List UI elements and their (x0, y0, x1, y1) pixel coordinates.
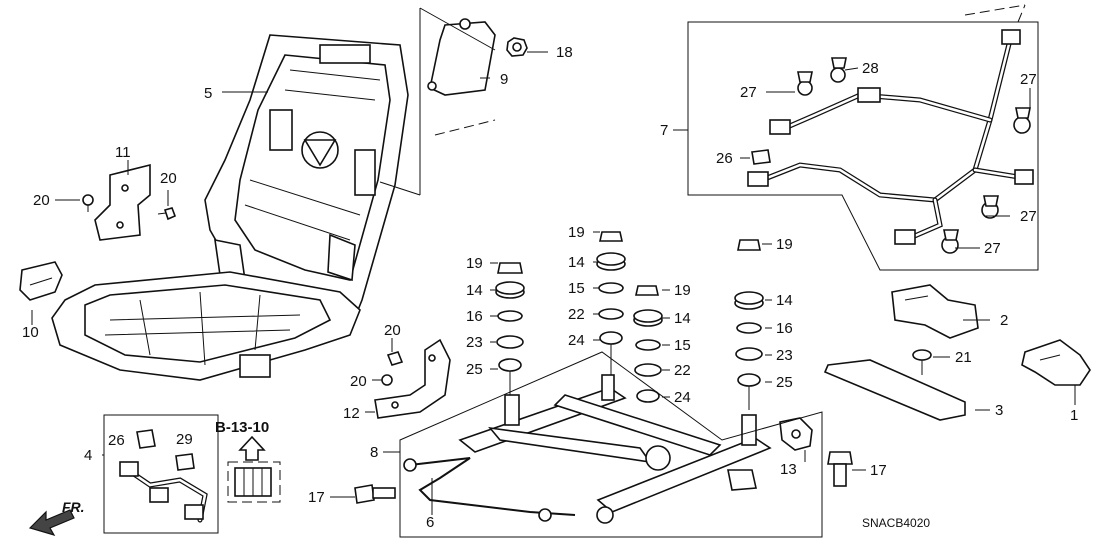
callout-17-b: 17 (308, 489, 325, 506)
callout-27-a: 27 (740, 84, 757, 101)
clip-27-c (981, 195, 999, 219)
seat-cushion-frame (51, 271, 361, 381)
callout-20-d: 20 (350, 373, 367, 390)
bolt-17-left (354, 484, 396, 504)
bracket-12 (374, 338, 451, 419)
callout-12: 12 (343, 405, 360, 422)
callout-22-a: 22 (568, 306, 585, 323)
trim-3 (823, 359, 966, 421)
callout-labels: 5 9 18 11 20 20 10 20 20 12 19 14 16 23 … (22, 44, 1078, 531)
screw-20-bracket-top (386, 351, 404, 366)
callout-16-b: 16 (776, 320, 793, 337)
callout-19-c: 19 (674, 282, 691, 299)
callout-20-c: 20 (384, 322, 401, 339)
callout-20-a: 20 (33, 192, 50, 209)
clip-21 (912, 349, 932, 375)
rail-box-8 (399, 351, 823, 538)
callout-13: 13 (780, 461, 797, 478)
side-cover-9 (427, 18, 496, 96)
clip-28 (830, 57, 847, 83)
hardware-column-d (734, 239, 764, 387)
callout-15-a: 15 (568, 280, 585, 297)
cover-2 (891, 284, 979, 339)
callout-14-d: 14 (776, 292, 793, 309)
callout-29: 29 (176, 431, 193, 448)
bracket-11 (94, 163, 151, 241)
callout-20-b: 20 (160, 170, 177, 187)
clip-27-b (1013, 107, 1031, 134)
diagram-code: SNACB4020 (862, 516, 930, 530)
callout-16-a: 16 (466, 308, 483, 325)
leader-lines (31, 4, 1076, 515)
callout-21: 21 (955, 349, 972, 366)
callout-18: 18 (556, 44, 573, 61)
screw-20-bracket-bottom (381, 374, 393, 386)
callout-9: 9 (500, 71, 508, 88)
callout-11: 11 (115, 144, 131, 161)
callout-6: 6 (426, 514, 434, 531)
callout-24-b: 24 (674, 389, 691, 406)
harness-box-4 (103, 414, 219, 534)
callout-1: 1 (1070, 407, 1078, 424)
callout-27-c: 27 (1020, 208, 1037, 225)
hardware-column-b (596, 231, 626, 345)
screw-20-left (82, 194, 94, 212)
callout-26-b: 26 (108, 432, 125, 449)
knob-10 (19, 261, 63, 301)
hardware-column-c (633, 285, 663, 403)
clip-27-a (797, 71, 813, 96)
bolt-17-right (827, 451, 853, 487)
reference-connector (227, 435, 281, 503)
callout-3: 3 (995, 402, 1003, 419)
callout-5: 5 (204, 85, 212, 102)
callout-24-a: 24 (568, 332, 585, 349)
callout-14-c: 14 (674, 310, 691, 327)
clip-29 (175, 453, 195, 471)
callout-19-d: 19 (776, 236, 793, 253)
rod-6 (403, 457, 576, 522)
callout-8: 8 (370, 444, 378, 461)
callout-7: 7 (660, 122, 668, 139)
harness-box-7 (687, 21, 1039, 271)
callout-15-b: 15 (674, 337, 691, 354)
callout-19-a: 19 (466, 255, 483, 272)
callout-27-b: 27 (1020, 71, 1037, 88)
callout-23-b: 23 (776, 347, 793, 364)
clip-26-harness (751, 149, 771, 165)
callout-28: 28 (862, 60, 879, 77)
callout-14-a: 14 (466, 282, 483, 299)
callout-22-b: 22 (674, 362, 691, 379)
callout-25-b: 25 (776, 374, 793, 391)
callout-4: 4 (84, 447, 92, 464)
callout-19-b: 19 (568, 224, 585, 241)
seat-rail-assembly (458, 374, 772, 524)
nut-18 (506, 37, 528, 57)
front-direction-arrow (28, 509, 75, 536)
callout-23-a: 23 (466, 334, 483, 351)
callout-25-a: 25 (466, 361, 483, 378)
callout-10: 10 (22, 324, 39, 341)
cover-1 (1021, 339, 1091, 386)
callout-17-a: 17 (870, 462, 887, 479)
callout-2: 2 (1000, 312, 1008, 329)
screw-20-right (157, 207, 177, 221)
reference-label: B-13-10 (215, 419, 269, 436)
hardware-column-a (495, 262, 525, 372)
callout-14-b: 14 (568, 254, 585, 271)
direction-label: FR. (62, 499, 85, 515)
clip-27-d (941, 229, 959, 254)
clip-26-small (136, 429, 156, 449)
callout-27-d: 27 (984, 240, 1001, 257)
callout-26-a: 26 (716, 150, 733, 167)
